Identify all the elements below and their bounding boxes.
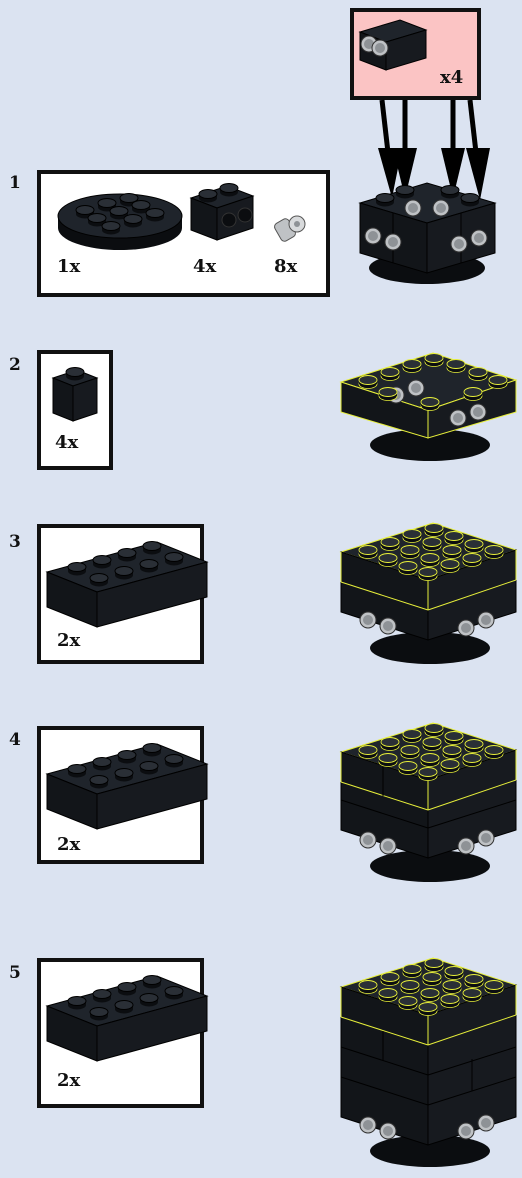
assembly-step-2 — [338, 350, 518, 465]
parts-list-step-4: 2x — [37, 726, 204, 864]
parts-list-step-2: 4x — [37, 350, 113, 470]
assembly-step-3 — [338, 520, 520, 670]
assembly-step-5 — [338, 955, 520, 1170]
technic-brick-icon — [191, 184, 256, 244]
part-quantity: 2x — [57, 630, 80, 651]
brick-1x1-icon — [51, 366, 101, 426]
assembly-step-1 — [355, 178, 505, 288]
step-number: 4 — [9, 730, 21, 750]
parts-list-step-3: 2x — [37, 524, 204, 664]
parts-list-step-1: 1x 4x 8x — [37, 170, 330, 297]
part-quantity: 1x — [57, 256, 80, 277]
brick-2x4-icon — [47, 976, 209, 1066]
assembly-step-4 — [338, 720, 520, 885]
step-number: 5 — [9, 963, 21, 983]
technic-brick-callout-icon — [360, 18, 430, 73]
part-quantity: 4x — [55, 432, 78, 453]
step-number: 2 — [9, 355, 21, 375]
callout-quantity: x4 — [440, 67, 463, 88]
technic-pin-icon — [274, 214, 310, 250]
part-quantity: 4x — [193, 256, 216, 277]
part-quantity: 2x — [57, 1070, 80, 1091]
part-quantity: 2x — [57, 834, 80, 855]
brick-2x4-icon — [47, 744, 209, 834]
step-number: 3 — [9, 532, 21, 552]
round-plate-icon — [55, 188, 185, 253]
subassembly-callout: x4 — [350, 8, 481, 100]
step-number: 1 — [9, 173, 21, 193]
brick-2x4-icon — [47, 542, 209, 632]
part-quantity: 8x — [274, 256, 297, 277]
parts-list-step-5: 2x — [37, 958, 204, 1108]
